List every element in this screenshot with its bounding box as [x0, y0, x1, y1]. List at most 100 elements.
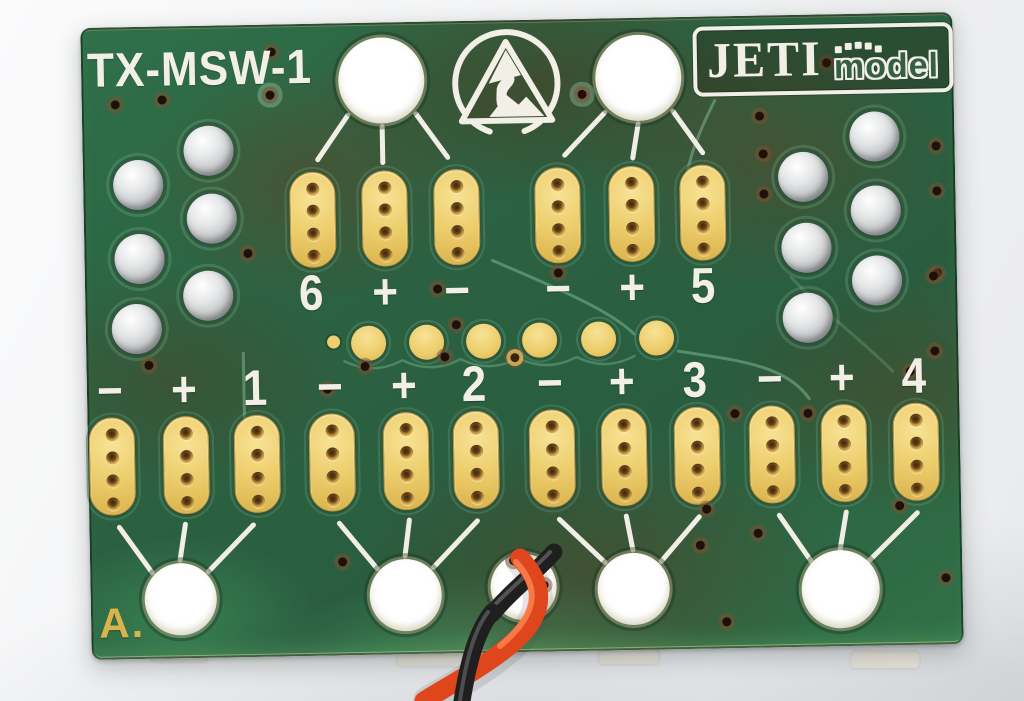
solder-pad — [360, 170, 409, 267]
round-pad — [638, 320, 675, 356]
pad-hole — [910, 482, 924, 496]
via-hole — [440, 352, 450, 362]
pad-hole — [399, 446, 414, 460]
pad-hole — [326, 470, 340, 484]
pad-hole — [625, 221, 640, 236]
via-hole — [695, 540, 705, 550]
pad-hole — [325, 424, 339, 438]
via-hole — [941, 573, 951, 583]
via-hole — [722, 617, 732, 627]
via-hole-ringed — [577, 89, 587, 99]
solder-pad — [600, 407, 649, 507]
via-hole — [243, 248, 253, 259]
pad-label: + — [618, 258, 646, 316]
logo-model-block: model — [833, 41, 940, 90]
mounting-hole — [594, 34, 683, 122]
pcb-board: TX-MSW-1 JETI model 6 + − − + 5 — [80, 12, 964, 660]
solder-pad — [528, 409, 577, 508]
pad-hole — [552, 245, 566, 259]
logo-jeti-text: JETI — [706, 31, 823, 89]
pad-hole — [690, 417, 704, 431]
via-hole — [338, 557, 348, 567]
solder-joint — [782, 292, 834, 344]
pad-hole — [400, 492, 415, 506]
pad-hole — [546, 466, 560, 480]
solder-pad — [233, 414, 282, 514]
pad-hole — [180, 496, 195, 510]
pad-hole — [378, 203, 392, 217]
solder-pad — [533, 166, 582, 264]
solder-pad — [892, 402, 941, 502]
pad-hole — [399, 423, 413, 437]
solder-pad — [452, 410, 501, 510]
mounting-hole — [597, 552, 671, 626]
pad-hole — [469, 421, 483, 435]
via-hole — [110, 100, 120, 110]
pad-hole — [326, 447, 340, 461]
solder-joint — [112, 159, 164, 211]
round-pad — [408, 324, 445, 361]
pad-hole — [617, 419, 631, 433]
pad-hole — [451, 247, 465, 261]
pad-hole — [251, 448, 265, 462]
mounting-hole — [800, 549, 881, 629]
pad-hole — [909, 436, 924, 450]
edge-tab — [598, 648, 660, 664]
via-hole — [730, 409, 740, 419]
pad-label: − — [316, 358, 344, 415]
pad-hole — [625, 198, 639, 213]
logo-model-text: model — [833, 46, 940, 87]
pad-hole — [909, 413, 923, 427]
pad-hole — [450, 202, 464, 216]
via-hole — [928, 271, 939, 281]
mounting-hole — [144, 562, 218, 636]
esd-warning-icon — [446, 23, 566, 143]
via-hole — [360, 361, 370, 371]
pad-label: − — [544, 260, 572, 317]
pad-label: − — [756, 350, 784, 407]
pad-hole — [326, 493, 341, 507]
pad-hole — [837, 437, 852, 452]
pad-hole — [470, 467, 484, 481]
pad-label: − — [443, 261, 471, 319]
pad-hole — [251, 471, 265, 485]
solder-joint — [114, 233, 165, 285]
via-hole — [451, 320, 461, 330]
solder-pad — [88, 417, 137, 516]
solder-joint — [850, 185, 902, 236]
mounting-hole — [337, 36, 426, 125]
pad-label: + — [371, 263, 399, 320]
pad-hole — [180, 450, 194, 464]
via-hole — [803, 408, 813, 418]
via-hole — [930, 346, 940, 356]
pad-hole — [626, 243, 640, 258]
pad-hole — [838, 460, 852, 475]
silkscreen-lines — [116, 98, 920, 576]
pad-hole — [306, 182, 320, 196]
pad-hole — [697, 242, 711, 256]
copper-traces — [241, 98, 895, 419]
jeti-model-logo: JETI model — [692, 22, 954, 97]
via-hole — [509, 556, 519, 566]
pad-hole — [551, 223, 566, 237]
pad-hole — [551, 178, 565, 192]
pad-hole — [379, 248, 393, 262]
via-hole — [144, 360, 154, 370]
pad-hole — [106, 451, 120, 465]
solder-pad — [820, 403, 869, 503]
solder-pad — [162, 415, 211, 515]
via-hole — [753, 528, 763, 538]
solder-pad — [288, 171, 337, 269]
solder-joint — [186, 193, 238, 245]
pad-hole — [106, 497, 121, 511]
solder-joint — [183, 125, 235, 177]
via-hole — [759, 189, 769, 199]
round-pad — [521, 322, 558, 358]
via-hole — [702, 504, 712, 514]
via-hole — [539, 580, 549, 590]
pad-label: 5 — [690, 257, 716, 314]
pad-label: + — [608, 352, 636, 410]
pad-hole — [691, 463, 705, 477]
pad-hole — [545, 420, 559, 434]
